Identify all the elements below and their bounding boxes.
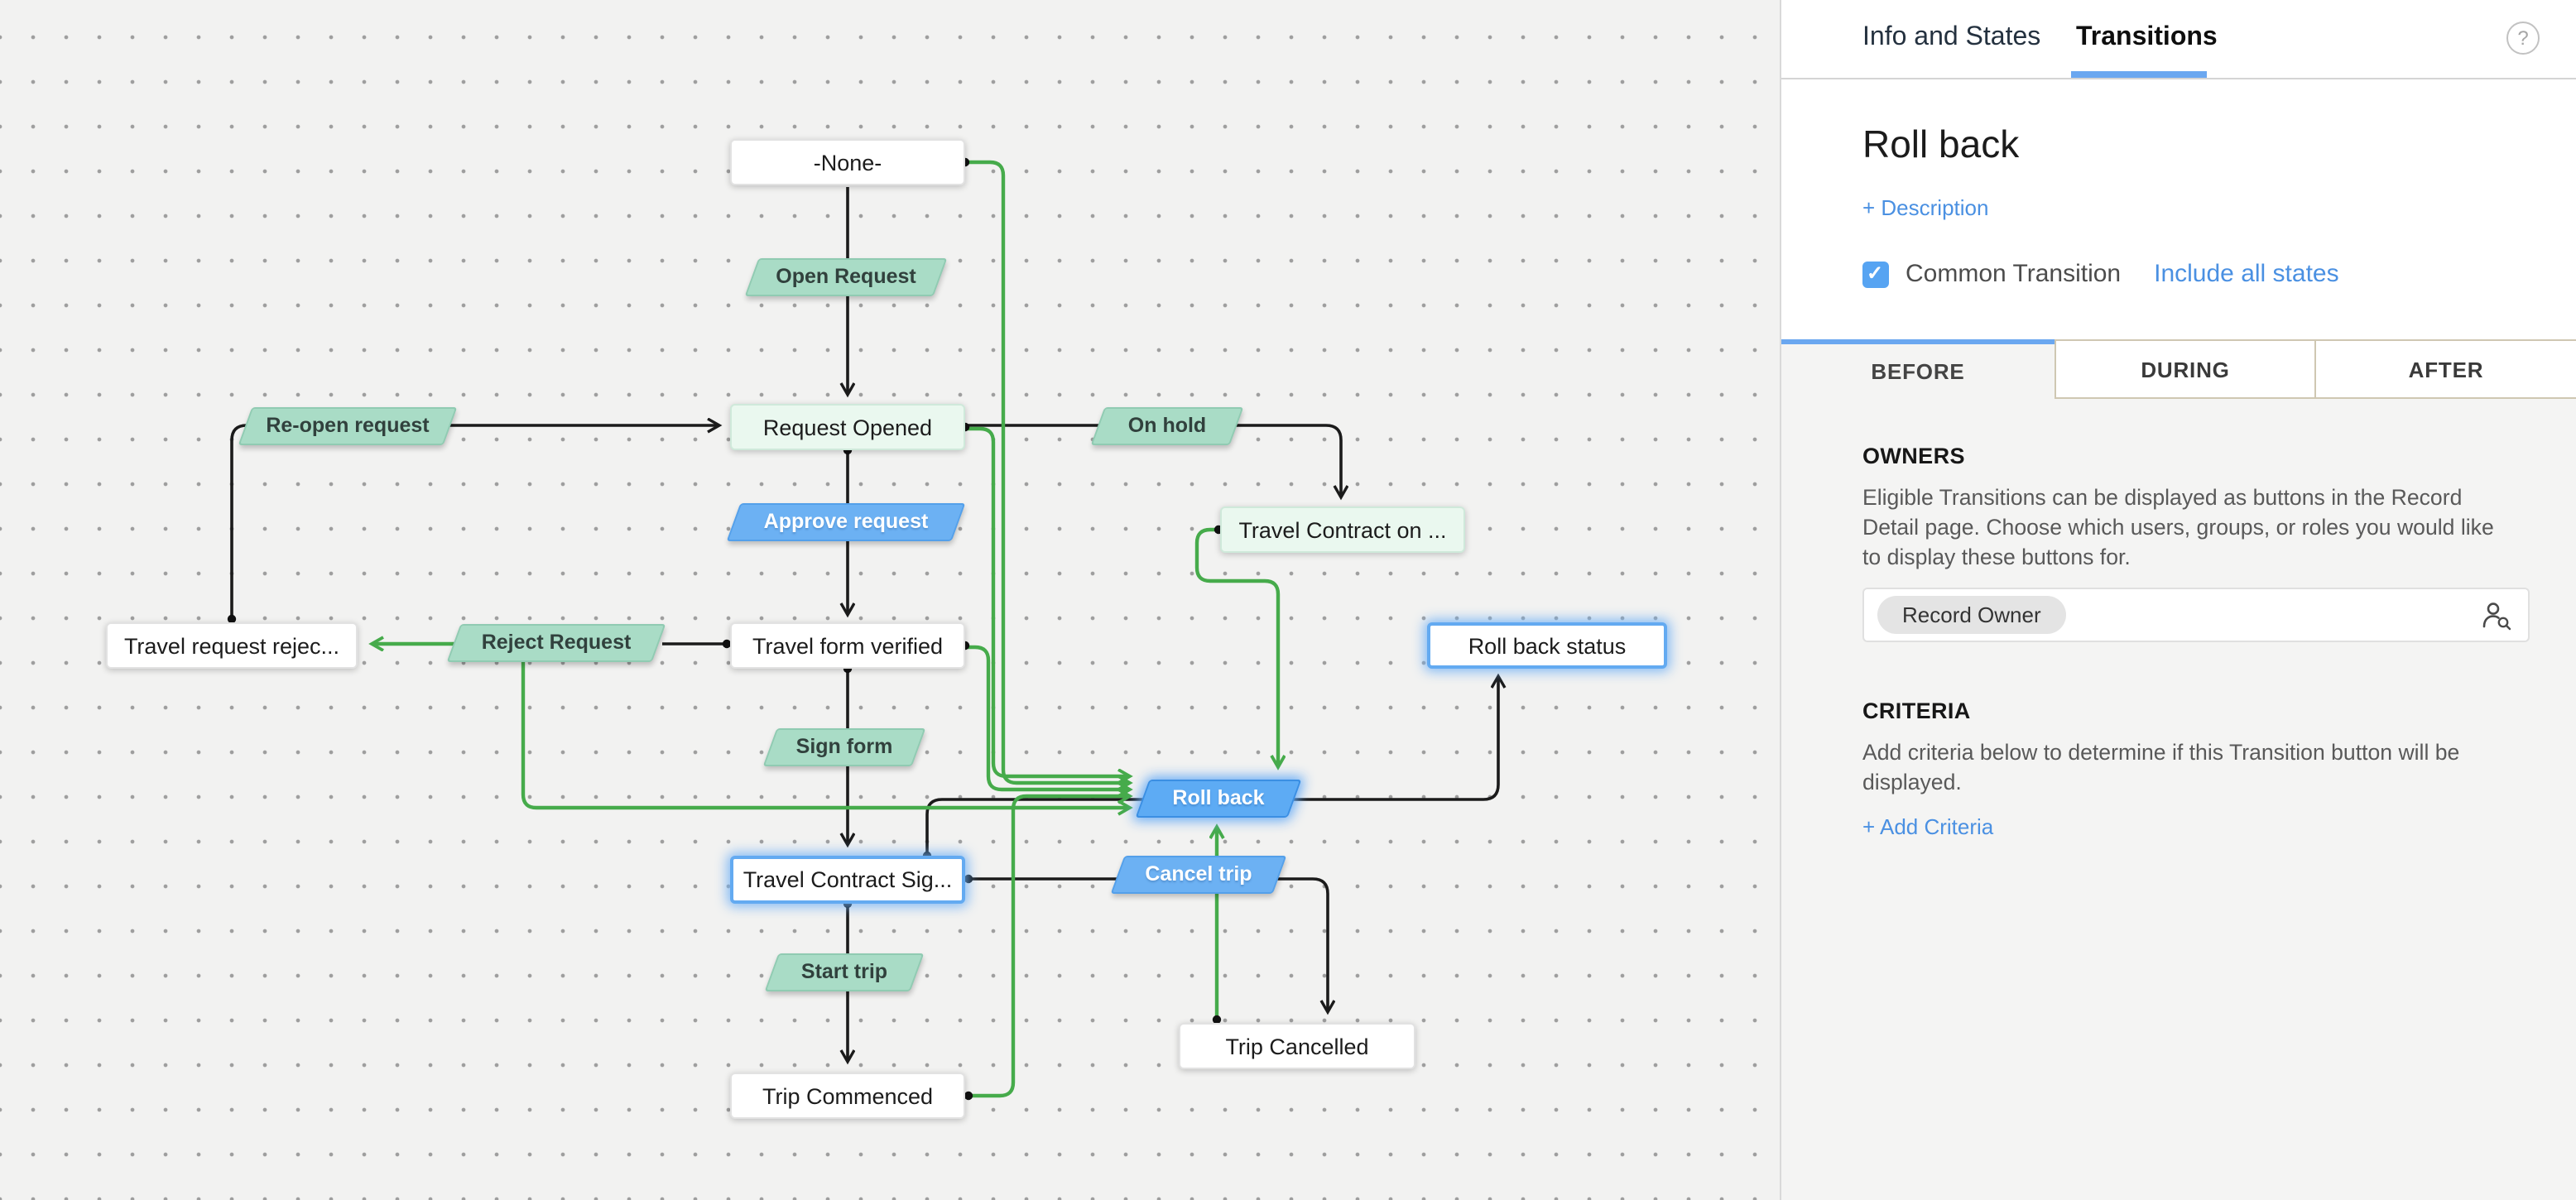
state-travel-contract-on[interactable]: Travel Contract on ...	[1220, 506, 1465, 553]
transition-re-open-request[interactable]: Re-open request	[238, 406, 458, 444]
tab-before[interactable]: BEFORE	[1781, 339, 2055, 399]
state-request-opened[interactable]: Request Opened	[730, 404, 965, 450]
edge-on-hold	[965, 424, 1341, 497]
state-travel-request-rejected[interactable]: Travel request rejec...	[106, 622, 358, 669]
state-none[interactable]: -None-	[730, 139, 965, 185]
common-transition-row: Common Transition Include all states	[1862, 260, 2339, 288]
tab-info-and-states[interactable]: Info and States	[1862, 23, 2041, 51]
owner-chip[interactable]: Record Owner	[1877, 596, 2066, 634]
edge-green-reject-drop	[521, 662, 1129, 808]
transition-label: On hold	[1127, 414, 1207, 437]
transition-title: Roll back	[1862, 122, 2020, 166]
tab-during[interactable]: DURING	[2055, 339, 2316, 399]
before-tab-content: OWNERS Eligible Transitions can be displ…	[1781, 399, 2576, 1200]
state-trip-commenced[interactable]: Trip Commenced	[730, 1073, 965, 1119]
transition-label: Open Request	[776, 265, 916, 288]
edge-green-request-opened	[965, 426, 1129, 776]
state-travel-form-verified[interactable]: Travel form verified	[730, 622, 965, 669]
help-icon[interactable]: ?	[2506, 22, 2540, 55]
transition-cancel-trip[interactable]: Cancel trip	[1110, 855, 1287, 893]
edge-green-travel-form-verified	[965, 645, 1129, 790]
transition-label: Approve request	[763, 510, 929, 533]
common-transition-checkbox[interactable]	[1862, 261, 1889, 287]
transition-on-hold[interactable]: On hold	[1090, 406, 1244, 444]
tab-after[interactable]: AFTER	[2316, 339, 2576, 399]
transition-label: Re-open request	[266, 414, 430, 437]
edge-green-travel-contract-on	[1194, 527, 1278, 766]
add-description-link[interactable]: + Description	[1862, 195, 1989, 220]
state-trip-cancelled[interactable]: Trip Cancelled	[1179, 1023, 1415, 1069]
transition-open-request[interactable]: Open Request	[744, 257, 948, 295]
transition-label: Start trip	[800, 960, 888, 983]
transition-config-panel: Info and States Transitions ? Roll back …	[1780, 0, 2576, 1200]
state-travel-contract-signed[interactable]: Travel Contract Sig...	[730, 856, 965, 904]
add-criteria-link[interactable]: + Add Criteria	[1862, 814, 1994, 839]
transition-reject-request[interactable]: Reject Request	[446, 623, 666, 661]
transition-label: Roll back	[1172, 786, 1265, 809]
criteria-description: Add criteria below to determine if this …	[1862, 740, 2460, 794]
connection-dots	[227, 157, 1223, 1101]
owners-picker-field[interactable]: Record Owner	[1862, 588, 2530, 642]
transition-sign-form[interactable]: Sign form	[762, 727, 926, 766]
edge-cancel-trip	[965, 877, 1328, 1011]
edge-re-open-request	[230, 425, 718, 617]
edge-green-trip-commenced	[968, 796, 1129, 1098]
transition-label: Cancel trip	[1145, 862, 1252, 886]
user-search-icon[interactable]	[2482, 600, 2511, 630]
panel-header: Info and States Transitions ?	[1781, 0, 2576, 79]
transition-approve-request[interactable]: Approve request	[726, 502, 966, 540]
include-all-states-link[interactable]: Include all states	[2154, 260, 2339, 288]
criteria-heading: CRITERIA	[1862, 698, 1971, 723]
transition-label: Reject Request	[481, 631, 632, 654]
active-tab-underline	[2071, 71, 2207, 78]
owners-description: Eligible Transitions can be displayed as…	[1862, 485, 2494, 569]
transition-start-trip[interactable]: Start trip	[764, 953, 925, 991]
edges-layer	[227, 157, 1780, 1101]
common-transition-label: Common Transition	[1906, 260, 2122, 288]
tab-transitions[interactable]: Transitions	[2076, 23, 2218, 51]
edge-green-none	[965, 160, 1129, 783]
transition-roll-back[interactable]: Roll back	[1135, 779, 1302, 817]
owners-heading: OWNERS	[1862, 444, 1965, 468]
stage-tabs: BEFORE DURING AFTER	[1781, 339, 2576, 399]
transition-label: Sign form	[795, 735, 893, 758]
state-roll-back-status[interactable]: Roll back status	[1427, 622, 1667, 669]
